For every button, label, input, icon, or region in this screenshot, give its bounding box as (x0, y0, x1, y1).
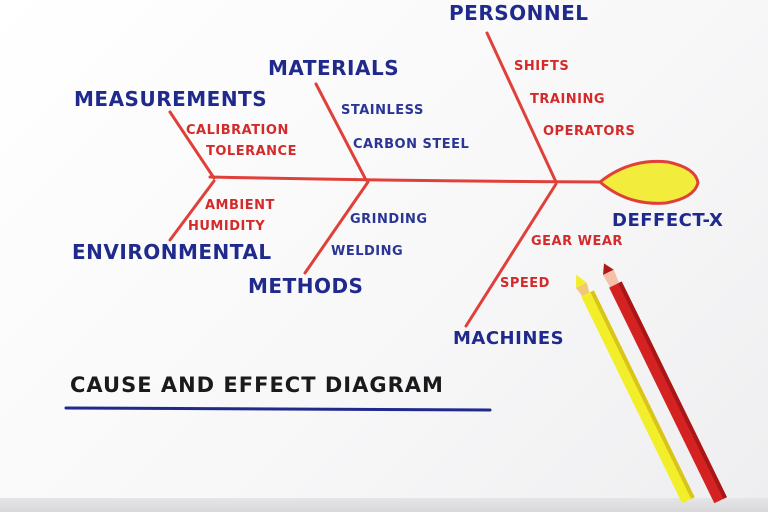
cause-carbon-steel: CARBON STEEL (353, 137, 470, 152)
cause-welding: WELDING (331, 244, 404, 259)
category-machines: MACHINES (453, 328, 565, 349)
category-personnel: PERSONNEL (449, 1, 589, 25)
cause-ambient: AMBIENT (205, 198, 275, 213)
bone-measurements (168, 110, 216, 180)
cause-humidity: HUMIDITY (188, 219, 266, 234)
cause-speed: SPEED (500, 276, 550, 291)
category-measurements: MEASUREMENTS (74, 87, 268, 111)
cause-grinding: GRINDING (350, 212, 428, 227)
bone-machines (464, 182, 558, 328)
cause-shifts: SHIFTS (514, 59, 570, 74)
fishbone-spine (208, 175, 607, 184)
red-pencil (603, 263, 727, 504)
diagram-title: CAUSE AND EFFECT DIAGRAM (70, 373, 444, 397)
bone-environmental (168, 179, 216, 242)
fishbone-head (597, 159, 700, 205)
cause-tolerance: TOLERANCE (206, 144, 297, 159)
effect-label: DEFFECT-X (612, 210, 724, 231)
bone-materials (314, 82, 368, 182)
bone-personnel (485, 31, 558, 184)
cause-calibration: CALIBRATION (186, 123, 289, 138)
cause-stainless: STAINLESS (341, 103, 424, 118)
category-materials: MATERIALS (268, 56, 400, 80)
cause-gear-wear: GEAR WEAR (531, 234, 623, 249)
cause-training: TRAINING (530, 92, 606, 107)
category-methods: METHODS (248, 274, 364, 298)
title-underline (64, 406, 492, 412)
category-environmental: ENVIRONMENTAL (72, 240, 272, 264)
yellow-pencil (576, 274, 695, 504)
bone-methods (303, 180, 370, 275)
cause-operators: OPERATORS (543, 124, 636, 139)
paper-edge (0, 498, 768, 512)
